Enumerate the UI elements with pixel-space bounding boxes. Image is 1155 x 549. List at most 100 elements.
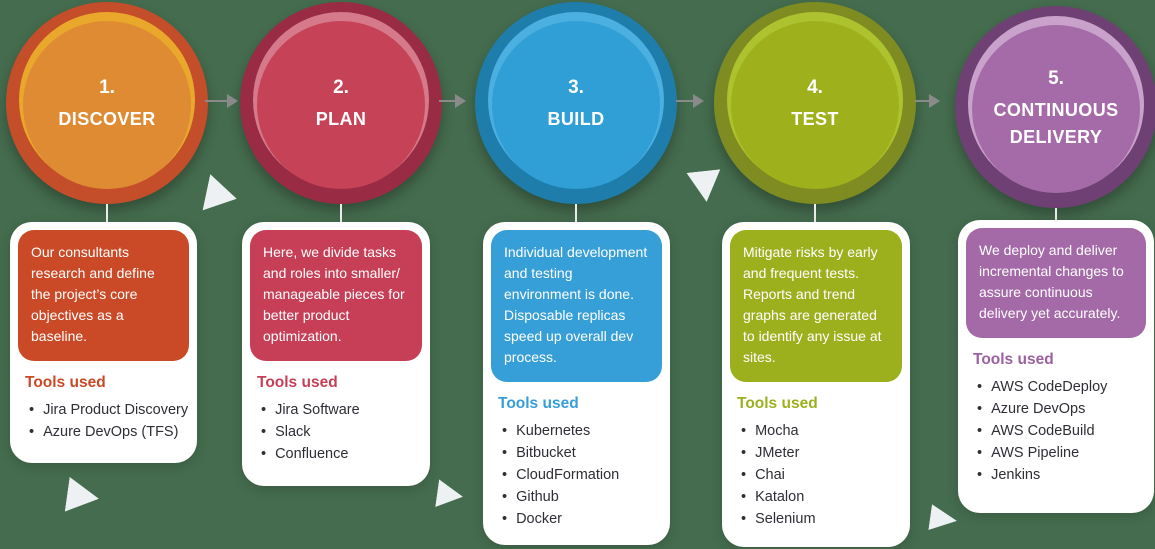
tool-item: JMeter — [741, 442, 906, 464]
tool-item: AWS CodeBuild — [977, 420, 1150, 442]
flow-arrow-icon — [439, 94, 466, 108]
flow-arrow-icon — [915, 94, 940, 108]
circle-face: 1. DISCOVER — [23, 21, 191, 189]
arrow-head-icon — [693, 94, 704, 108]
arrow-head-icon — [455, 94, 466, 108]
tool-item: Chai — [741, 464, 906, 486]
tool-label: Jenkins — [991, 467, 1041, 483]
tool-label: Chai — [755, 467, 785, 483]
tool-label: JMeter — [755, 445, 800, 461]
bullet-icon — [502, 420, 507, 442]
tool-label: Slack — [275, 424, 311, 440]
tool-label: Jira Product Discovery — [43, 402, 189, 418]
tool-item: CloudFormation — [502, 464, 666, 486]
circle-face: 5. CONTINUOUS DELIVERY — [972, 25, 1140, 193]
step-circle-plan: 2. PLAN — [240, 2, 442, 204]
step-name: CONTINUOUS DELIVERY — [993, 99, 1119, 147]
step-name: PLAN — [315, 109, 367, 129]
step-description: We deploy and deliver incremental change… — [979, 242, 1124, 321]
tool-item: AWS Pipeline — [977, 442, 1150, 464]
bullet-icon — [741, 464, 746, 486]
step-description-box: Our consultants research and define the … — [18, 230, 189, 361]
step-number: 2. — [333, 77, 349, 98]
tool-item: Azure DevOps — [977, 398, 1150, 420]
step-description-box: Mitigate risks by early and frequent tes… — [730, 230, 902, 382]
step-circle-build: 3. BUILD — [475, 2, 677, 204]
step-description: Mitigate risks by early and frequent tes… — [743, 244, 882, 365]
bullet-icon — [741, 508, 746, 530]
step-circle-test: 4. TEST — [714, 2, 916, 204]
step-number: 1. — [99, 77, 115, 98]
step-name: BUILD — [547, 109, 605, 129]
bullet-icon — [502, 508, 507, 530]
tool-label: Selenium — [755, 511, 816, 527]
connector-stem — [814, 204, 816, 222]
step-description-box: Individual development and testing envir… — [491, 230, 662, 382]
tools-list: Mocha JMeter Chai Katalon Selenium — [741, 420, 910, 540]
tool-item: Mocha — [741, 420, 906, 442]
tool-item: AWS CodeDeploy — [977, 376, 1150, 398]
step-card-plan: Here, we divide tasks and roles into sma… — [242, 222, 430, 486]
tool-label: Katalon — [755, 489, 805, 505]
tool-label: Azure DevOps — [991, 401, 1086, 417]
tool-item: Slack — [261, 421, 426, 443]
step-name: TEST — [791, 109, 839, 129]
tool-item: Bitbucket — [502, 442, 666, 464]
tool-label: Kubernetes — [516, 423, 591, 439]
tools-list: Jira Product Discovery Azure DevOps (TFS… — [29, 399, 197, 453]
tools-used-heading: Tools used — [25, 374, 106, 391]
tools-used-heading: Tools used — [257, 374, 338, 391]
step-card-test: Mitigate risks by early and frequent tes… — [722, 222, 910, 547]
flow-arrow-icon — [205, 94, 238, 108]
tool-item: Confluence — [261, 443, 426, 465]
step-card-build: Individual development and testing envir… — [483, 222, 670, 545]
tool-label: AWS Pipeline — [991, 445, 1080, 461]
tool-item: Github — [502, 486, 666, 508]
bullet-icon — [977, 442, 982, 464]
triangle-arrow-icon — [202, 174, 240, 217]
tools-used-heading: Tools used — [973, 351, 1054, 368]
circle-face: 2. PLAN — [257, 21, 425, 189]
bullet-icon — [741, 420, 746, 442]
triangle-arrow-icon — [928, 504, 958, 534]
step-number: 4. — [807, 77, 823, 98]
tool-label: AWS CodeBuild — [991, 423, 1095, 439]
bullet-icon — [261, 443, 266, 465]
tool-item: Azure DevOps (TFS) — [29, 421, 193, 443]
bullet-icon — [261, 399, 266, 421]
step-description: Here, we divide tasks and roles into sma… — [263, 244, 405, 344]
step-circle-continuous-delivery: 5. CONTINUOUS DELIVERY — [955, 6, 1155, 208]
bullet-icon — [502, 464, 507, 486]
arrow-head-icon — [929, 94, 940, 108]
tool-label: Mocha — [755, 423, 799, 439]
tool-label: Github — [516, 489, 559, 505]
tools-list: Jira Software Slack Confluence — [261, 399, 430, 475]
arrow-head-icon — [227, 94, 238, 108]
tool-label: Docker — [516, 511, 563, 527]
flow-arrow-icon — [676, 94, 704, 108]
connector-stem — [106, 204, 108, 222]
circle-face: 4. TEST — [731, 21, 899, 189]
bullet-icon — [977, 420, 982, 442]
step-description: Individual development and testing envir… — [504, 244, 648, 365]
tool-item: Jira Product Discovery — [29, 399, 193, 421]
bullet-icon — [741, 442, 746, 464]
tool-item: Katalon — [741, 486, 906, 508]
arrow-line — [205, 100, 227, 102]
tools-used-heading: Tools used — [498, 395, 579, 412]
circle-face: 3. BUILD — [492, 21, 660, 189]
tool-label: Azure DevOps (TFS) — [43, 424, 179, 440]
tools-used-heading: Tools used — [737, 395, 818, 412]
arrow-line — [915, 100, 929, 102]
arrow-line — [676, 100, 693, 102]
bullet-icon — [977, 464, 982, 486]
step-name: DISCOVER — [58, 109, 156, 129]
tool-label: CloudFormation — [516, 467, 620, 483]
step-description-box: Here, we divide tasks and roles into sma… — [250, 230, 422, 361]
tool-label: Confluence — [275, 446, 349, 462]
bullet-icon — [977, 398, 982, 420]
tools-list: AWS CodeDeploy Azure DevOps AWS CodeBuil… — [977, 376, 1154, 496]
step-description-box: We deploy and deliver incremental change… — [966, 228, 1146, 338]
bullet-icon — [502, 442, 507, 464]
bullet-icon — [29, 421, 34, 443]
